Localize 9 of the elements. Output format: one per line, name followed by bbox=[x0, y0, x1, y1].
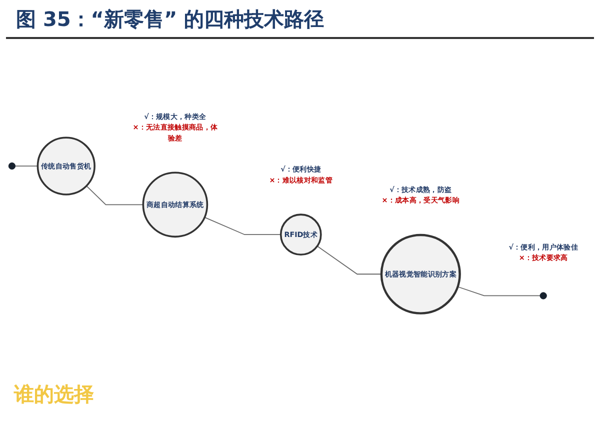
connector bbox=[14, 166, 38, 167]
row-label: 谁的选择 bbox=[14, 382, 94, 406]
connector bbox=[204, 216, 282, 236]
connector bbox=[86, 185, 144, 206]
connector bbox=[316, 246, 382, 275]
connector bbox=[457, 286, 540, 296]
node-circle bbox=[8, 162, 16, 170]
title: 图 35：“新零售” 的四种技术路径 bbox=[6, 0, 594, 39]
node-circle bbox=[540, 292, 547, 300]
